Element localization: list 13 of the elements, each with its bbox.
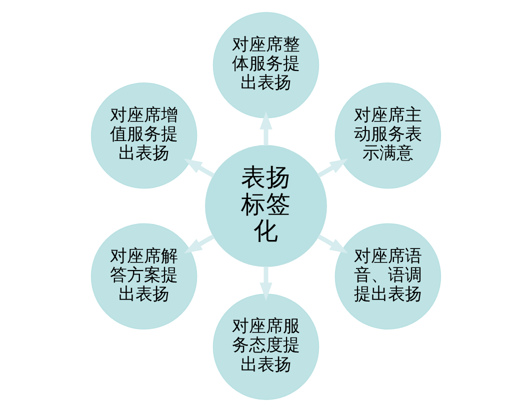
node-circle: 对座席整体服务提出表扬 bbox=[212, 12, 319, 118]
arrow bbox=[259, 266, 272, 301]
node-circle: 对座席增值服务提出表扬 bbox=[90, 82, 197, 189]
arrow bbox=[316, 234, 348, 254]
arrow bbox=[259, 111, 272, 146]
arrow bbox=[316, 158, 348, 178]
node-circle: 对座席语音、语调提出表扬 bbox=[334, 223, 441, 330]
node-circle: 表扬标签化 bbox=[204, 145, 326, 267]
node-circle: 对座席解答方案提出表扬 bbox=[90, 223, 197, 330]
arrow bbox=[184, 158, 214, 178]
node-circle: 对座席主动服务表示满意 bbox=[334, 82, 441, 189]
node-circle: 对座席服务态度提出表扬 bbox=[212, 294, 319, 400]
arrow bbox=[184, 234, 214, 254]
